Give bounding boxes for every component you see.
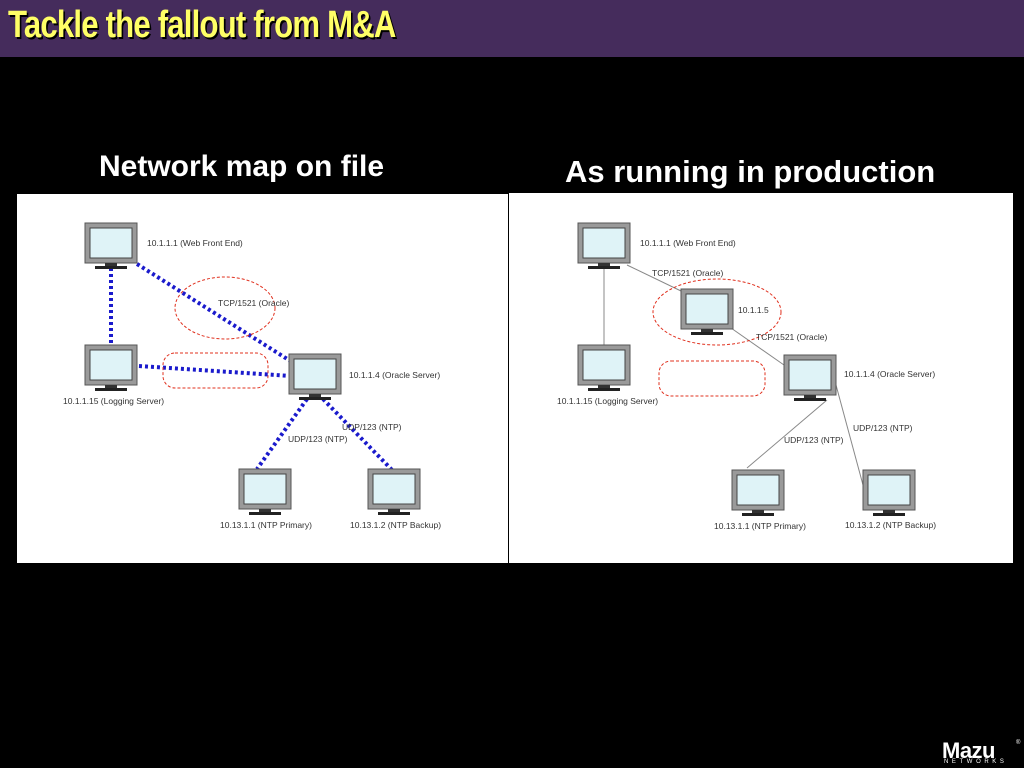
highlight-ellipse-proxy: [652, 278, 782, 346]
right-panel-heading: As running in production: [565, 154, 936, 189]
node-label-web: 10.1.1.1 (Web Front End): [147, 238, 243, 248]
node-label-ntp-primary: 10.13.1.1 (NTP Primary): [714, 521, 806, 531]
node-label-logging: 10.1.1.15 (Logging Server): [63, 396, 164, 406]
computer-icon-proxy: [680, 288, 734, 336]
edge-label-tcp-in: TCP/1521 (Oracle): [652, 268, 723, 278]
computer-icon-web: [577, 222, 631, 270]
logo-trademark: ®: [1016, 740, 1021, 746]
left-diagram-svg: 10.1.1.1 (Web Front End) 10.1.1.15 (Logg…: [63, 222, 441, 530]
left-panel-heading: Network map on file: [99, 150, 385, 183]
link-web-proxy: [626, 264, 682, 292]
node-label-web: 10.1.1.1 (Web Front End): [640, 238, 736, 248]
computer-icon-logging: [577, 344, 631, 392]
as-running-in-production-diagram: 10.1.1.1 (Web Front End) 10.1.1.5 10.1.1…: [509, 193, 1013, 563]
logo-wordmark: Mazu: [942, 738, 996, 763]
node-label-proxy: 10.1.1.5: [738, 305, 769, 315]
node-label-ntp-primary: 10.13.1.1 (NTP Primary): [220, 520, 312, 530]
edge-label-tcp: TCP/1521 (Oracle): [218, 298, 289, 308]
link-oracle-ntp-primary: [746, 399, 828, 469]
node-label-oracle: 10.1.1.4 (Oracle Server): [349, 370, 440, 380]
link-oracle-ntp-primary: [255, 397, 309, 471]
link-oracle-ntp-backup: [321, 397, 396, 474]
highlight-box-missing-link: [162, 352, 269, 389]
link-logging-oracle: [138, 364, 292, 378]
logo-subtitle: NETWORKS: [944, 759, 1008, 765]
edge-label-tcp-out: TCP/1521 (Oracle): [756, 332, 827, 342]
highlight-box-missing-link: [658, 360, 766, 397]
computer-icon-oracle: [288, 353, 342, 401]
network-map-on-file-diagram: 10.1.1.1 (Web Front End) 10.1.1.15 (Logg…: [17, 194, 508, 563]
edge-label-udp-backup: UDP/123 (NTP): [853, 423, 913, 433]
computer-icon-web: [84, 222, 138, 270]
node-label-ntp-backup: 10.13.1.2 (NTP Backup): [350, 520, 441, 530]
computer-icon-oracle: [783, 354, 837, 402]
link-oracle-ntp-backup: [835, 384, 864, 486]
right-diagram-svg: 10.1.1.1 (Web Front End) 10.1.1.5 10.1.1…: [557, 222, 936, 531]
edge-label-udp-backup: UDP/123 (NTP): [342, 422, 402, 432]
node-label-oracle: 10.1.1.4 (Oracle Server): [844, 369, 935, 379]
link-web-oracle: [135, 262, 305, 371]
edge-label-udp-primary: UDP/123 (NTP): [288, 434, 348, 444]
title-bar: Tackle the fallout from M&A: [0, 0, 1024, 57]
computer-icon-ntp-backup: [862, 469, 916, 517]
slide-title: Tackle the fallout from M&A: [8, 4, 396, 46]
node-label-ntp-backup: 10.13.1.2 (NTP Backup): [845, 520, 936, 530]
computer-icon-logging: [84, 344, 138, 392]
link-proxy-oracle: [730, 327, 785, 366]
computer-icon-ntp-backup: [367, 468, 421, 516]
computer-icon-ntp-primary: [731, 469, 785, 517]
computer-icon-ntp-primary: [238, 468, 292, 516]
node-label-logging: 10.1.1.15 (Logging Server): [557, 396, 658, 406]
highlight-ellipse-tcp: [174, 276, 276, 340]
mazu-networks-logo: Mazu ® NETWORKS: [942, 738, 1022, 766]
edge-label-udp-primary: UDP/123 (NTP): [784, 435, 844, 445]
